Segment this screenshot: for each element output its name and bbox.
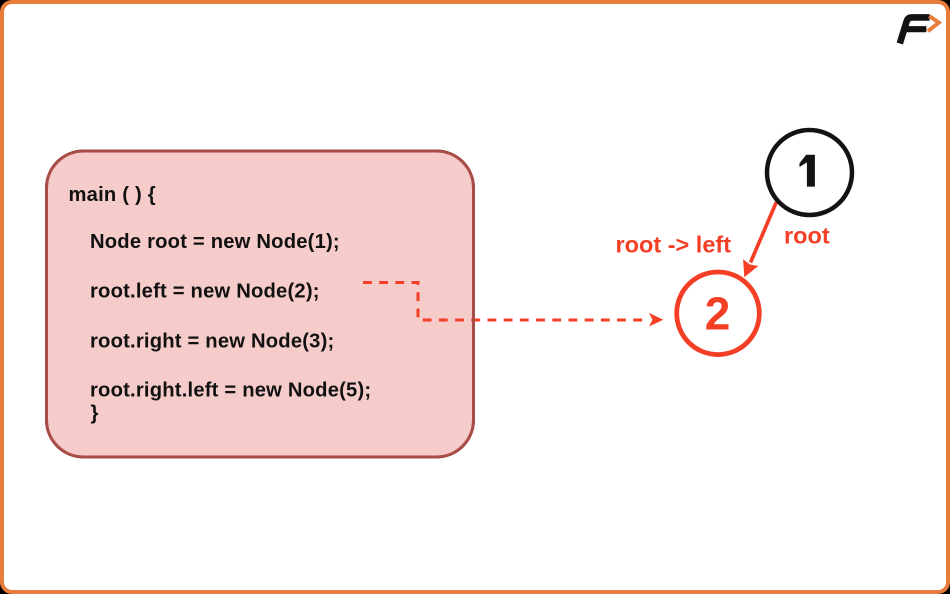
svg-text:main ( ) {: main ( ) {: [69, 184, 156, 206]
svg-text:root.right = new Node(3);: root.right = new Node(3);: [90, 331, 334, 353]
svg-text:root.left = new Node(2);: root.left = new Node(2);: [90, 281, 320, 303]
svg-text:root.right.left = new Node(5);: root.right.left = new Node(5);: [90, 380, 371, 402]
svg-text:}: }: [91, 403, 99, 425]
svg-text:Node root = new Node(1);: Node root = new Node(1);: [90, 231, 340, 253]
svg-text:2: 2: [705, 288, 731, 340]
svg-text:root: root: [784, 223, 830, 249]
svg-text:root -> left: root -> left: [616, 232, 732, 258]
